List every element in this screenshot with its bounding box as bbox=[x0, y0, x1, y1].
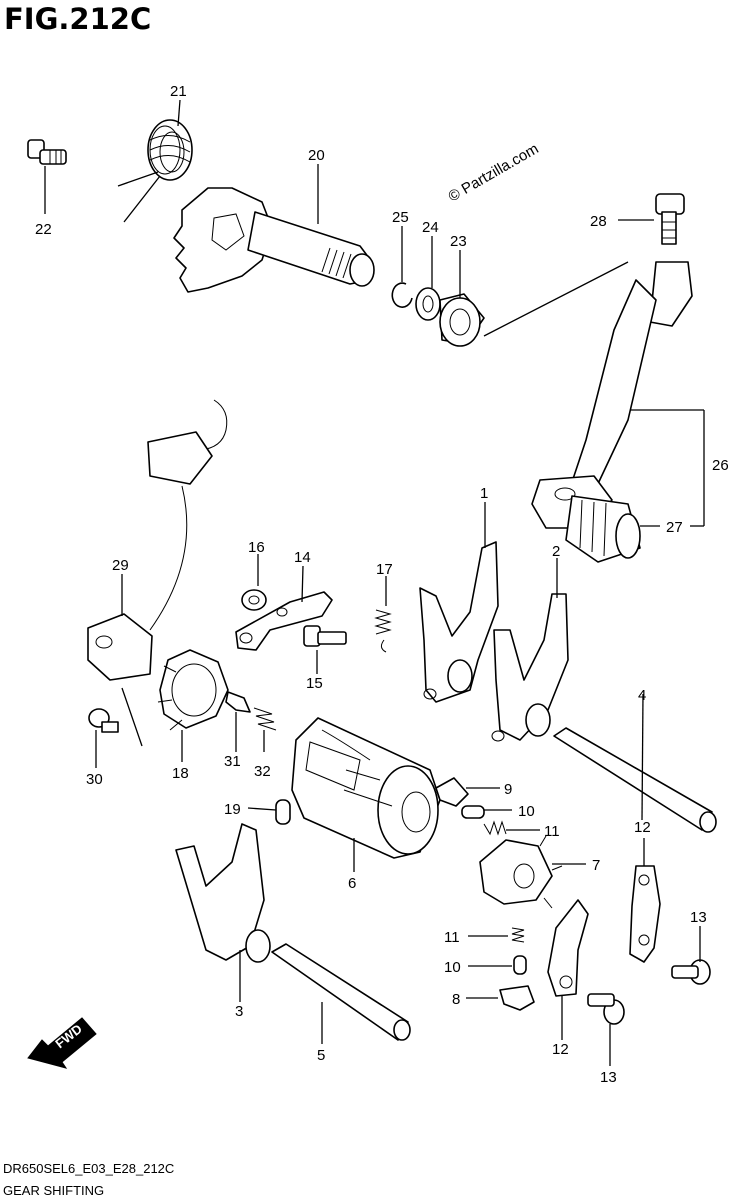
part-9-pawl[interactable] bbox=[435, 777, 469, 807]
part-18-washer[interactable] bbox=[241, 589, 267, 611]
part-32-screw[interactable] bbox=[88, 708, 119, 733]
callout-3: 3 bbox=[235, 1003, 243, 1020]
callout-25: 23 bbox=[450, 233, 467, 250]
callout-10-upper: 10 bbox=[518, 803, 535, 820]
callout-31: 29 bbox=[112, 557, 129, 574]
figure-footer: DR650SEL6_E03_E28_212C GEAR SHIFTING bbox=[3, 1158, 174, 1202]
part-10-pin-upper[interactable] bbox=[461, 805, 485, 819]
part-24-bolt[interactable] bbox=[27, 139, 67, 165]
part-6-shift-cam[interactable] bbox=[291, 717, 441, 859]
callout-9: 9 bbox=[504, 781, 512, 798]
part-20-cam-plate[interactable] bbox=[157, 649, 229, 731]
callout-12-text: 12 bbox=[552, 1041, 569, 1058]
callout-7: 7 bbox=[592, 857, 600, 874]
part-31-gear-position-switch[interactable] bbox=[87, 399, 228, 681]
part-17-bolt[interactable] bbox=[303, 625, 347, 647]
part-3-shift-fork[interactable] bbox=[175, 823, 271, 963]
part-23-spring[interactable] bbox=[117, 119, 193, 223]
part-15-screw[interactable] bbox=[671, 959, 711, 985]
section-name: GEAR SHIFTING bbox=[3, 1183, 105, 1198]
part-22-gearshift-shaft[interactable] bbox=[173, 187, 375, 293]
part-26-washer[interactable] bbox=[415, 287, 441, 321]
part-12-stopper-arm[interactable] bbox=[547, 899, 589, 997]
callout-10-lower: 10 bbox=[444, 959, 461, 976]
callout-19: 17 bbox=[376, 561, 393, 578]
callout-24: 22 bbox=[35, 221, 52, 238]
part-14-plate[interactable] bbox=[629, 865, 661, 963]
forward-arrow-icon: FWD bbox=[27, 1017, 97, 1069]
callout-23: 21 bbox=[170, 83, 187, 100]
part-11-spring-upper[interactable] bbox=[483, 820, 507, 836]
callout-8: 8 bbox=[452, 991, 460, 1008]
callout-13: 13 bbox=[600, 1069, 617, 1086]
callout-21: 19 bbox=[224, 801, 241, 818]
part-21-pin[interactable] bbox=[275, 799, 291, 825]
callout-2: 2 bbox=[552, 543, 560, 560]
watermark: © Partzilla.com bbox=[446, 140, 542, 205]
part-10-pin-lower[interactable] bbox=[513, 955, 527, 975]
callout-14: 12 bbox=[634, 819, 651, 836]
part-13-screw[interactable] bbox=[587, 993, 625, 1025]
callout-labels: 21 22 20 25 24 23 28 26 27 1 2 16 14 17 … bbox=[35, 83, 729, 1086]
part-25-bearing[interactable] bbox=[439, 261, 629, 347]
part-4-fork-shaft[interactable] bbox=[553, 727, 717, 833]
part-2-shift-fork[interactable] bbox=[491, 593, 569, 742]
model-code: DR650SEL6_E03_E28_212C bbox=[3, 1161, 175, 1176]
callout-6: 6 bbox=[348, 875, 356, 892]
part-19-spring[interactable] bbox=[374, 609, 392, 653]
callout-11-upper: 11 bbox=[544, 823, 560, 840]
part-11-spring-lower[interactable] bbox=[511, 927, 525, 943]
callout-29: 27 bbox=[666, 519, 683, 536]
part-33-pin[interactable] bbox=[225, 691, 251, 713]
callout-4: 4 bbox=[638, 687, 646, 704]
callout-33: 31 bbox=[224, 753, 241, 770]
part-1-shift-fork[interactable] bbox=[419, 541, 499, 703]
callout-30: 28 bbox=[590, 213, 607, 230]
callout-18: 16 bbox=[248, 539, 265, 556]
part-29-rubber[interactable] bbox=[565, 495, 641, 563]
callout-16: 14 bbox=[294, 549, 311, 566]
part-8-pawl[interactable] bbox=[499, 985, 535, 1011]
part-16-plate[interactable] bbox=[235, 591, 333, 651]
part-5-fork-shaft[interactable] bbox=[271, 943, 411, 1041]
callout-32: 30 bbox=[86, 771, 103, 788]
callout-27: 25 bbox=[392, 209, 409, 226]
part-28-gearshift-lever[interactable] bbox=[531, 261, 693, 529]
callout-17: 15 bbox=[306, 675, 323, 692]
part-7-cam-driven-gear[interactable] bbox=[479, 835, 563, 909]
callout-20: 18 bbox=[172, 765, 189, 782]
part-34-spring[interactable] bbox=[253, 707, 277, 731]
leader-lines bbox=[44, 99, 705, 1066]
callout-15: 13 bbox=[690, 909, 707, 926]
part-30-bolt[interactable] bbox=[655, 193, 685, 245]
part-27-circlip[interactable] bbox=[391, 282, 413, 308]
callout-5: 5 bbox=[317, 1047, 325, 1064]
callout-34: 32 bbox=[254, 763, 271, 780]
callout-26: 24 bbox=[422, 219, 439, 236]
page-title: FIG.212C bbox=[4, 2, 152, 36]
callout-11-lower: 11 bbox=[444, 929, 460, 946]
callout-22: 20 bbox=[308, 147, 325, 164]
callout-1: 1 bbox=[480, 485, 488, 502]
callout-28: 26 bbox=[712, 457, 729, 474]
